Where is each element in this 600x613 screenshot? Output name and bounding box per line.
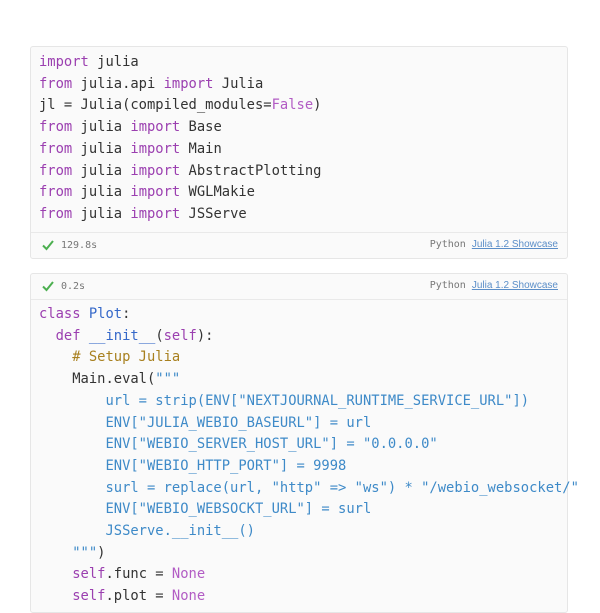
cell-footer: 129.8s Python Julia 1.2 Showcase	[31, 232, 567, 258]
code-block[interactable]: class Plot: def __init__(self): # Setup …	[39, 304, 579, 608]
code-line: from julia.api import Julia	[39, 75, 264, 92]
checkmark-icon	[42, 240, 54, 251]
cell-header: 0.2s Python Julia 1.2 Showcase	[31, 274, 567, 300]
run-duration: 129.8s	[61, 239, 98, 251]
code-line: self.plot = None	[72, 588, 206, 605]
code-line: ENV["JULIA_WEBIO_BASEURL"] = url	[39, 414, 372, 431]
code-line: self.func = None	[72, 566, 206, 583]
environment-link[interactable]: Julia 1.2 Showcase	[471, 239, 558, 250]
code-line: jl = Julia(compiled_modules=False)	[39, 97, 322, 114]
code-line: surl = replace(url, "http" => "ws") * "/…	[39, 479, 579, 496]
run-status: 0.2s	[41, 279, 85, 293]
code-line: ENV["WEBIO_WEBSOCKT_URL"] = surl	[39, 501, 372, 518]
code-line: import julia	[39, 54, 139, 70]
language-label: Python	[429, 280, 466, 291]
code-line: ENV["WEBIO_HTTP_PORT"] = 9998	[39, 457, 347, 474]
code-line: JSServe.__init__()	[39, 523, 255, 540]
cell-meta: Python Julia 1.2 Showcase	[430, 280, 558, 291]
code-block[interactable]: import julia from julia.api import Julia…	[39, 52, 559, 226]
code-line: Main.eval("""	[39, 371, 181, 388]
code-line: from julia import Base	[39, 119, 222, 136]
code-cell[interactable]: 0.2s Python Julia 1.2 Showcase class Plo…	[30, 273, 579, 613]
language-label: Python	[429, 239, 466, 250]
run-duration: 0.2s	[61, 280, 86, 292]
cell-meta: Python Julia 1.2 Showcase	[430, 239, 558, 250]
code-line: from julia import JSServe	[39, 205, 247, 222]
code-line: ENV["WEBIO_SERVER_HOST_URL"] = "0.0.0.0"	[39, 436, 438, 453]
code-line: url = strip(ENV["NEXTJOURNAL_RUNTIME_SER…	[39, 392, 530, 409]
code-line: """)	[39, 544, 106, 561]
code-line: class Plot:	[39, 306, 131, 322]
code-line: from julia import WGLMakie	[39, 184, 255, 201]
environment-link[interactable]: Julia 1.2 Showcase	[471, 280, 558, 291]
code-line: # Setup Julia	[72, 349, 181, 366]
code-cell[interactable]: import julia from julia.api import Julia…	[30, 46, 568, 259]
code-line: from julia import Main	[39, 140, 222, 157]
code-line: def __init__(self):	[55, 327, 214, 344]
run-status: 129.8s	[41, 238, 97, 252]
checkmark-icon	[42, 281, 54, 292]
code-line: from julia import AbstractPlotting	[39, 162, 322, 179]
